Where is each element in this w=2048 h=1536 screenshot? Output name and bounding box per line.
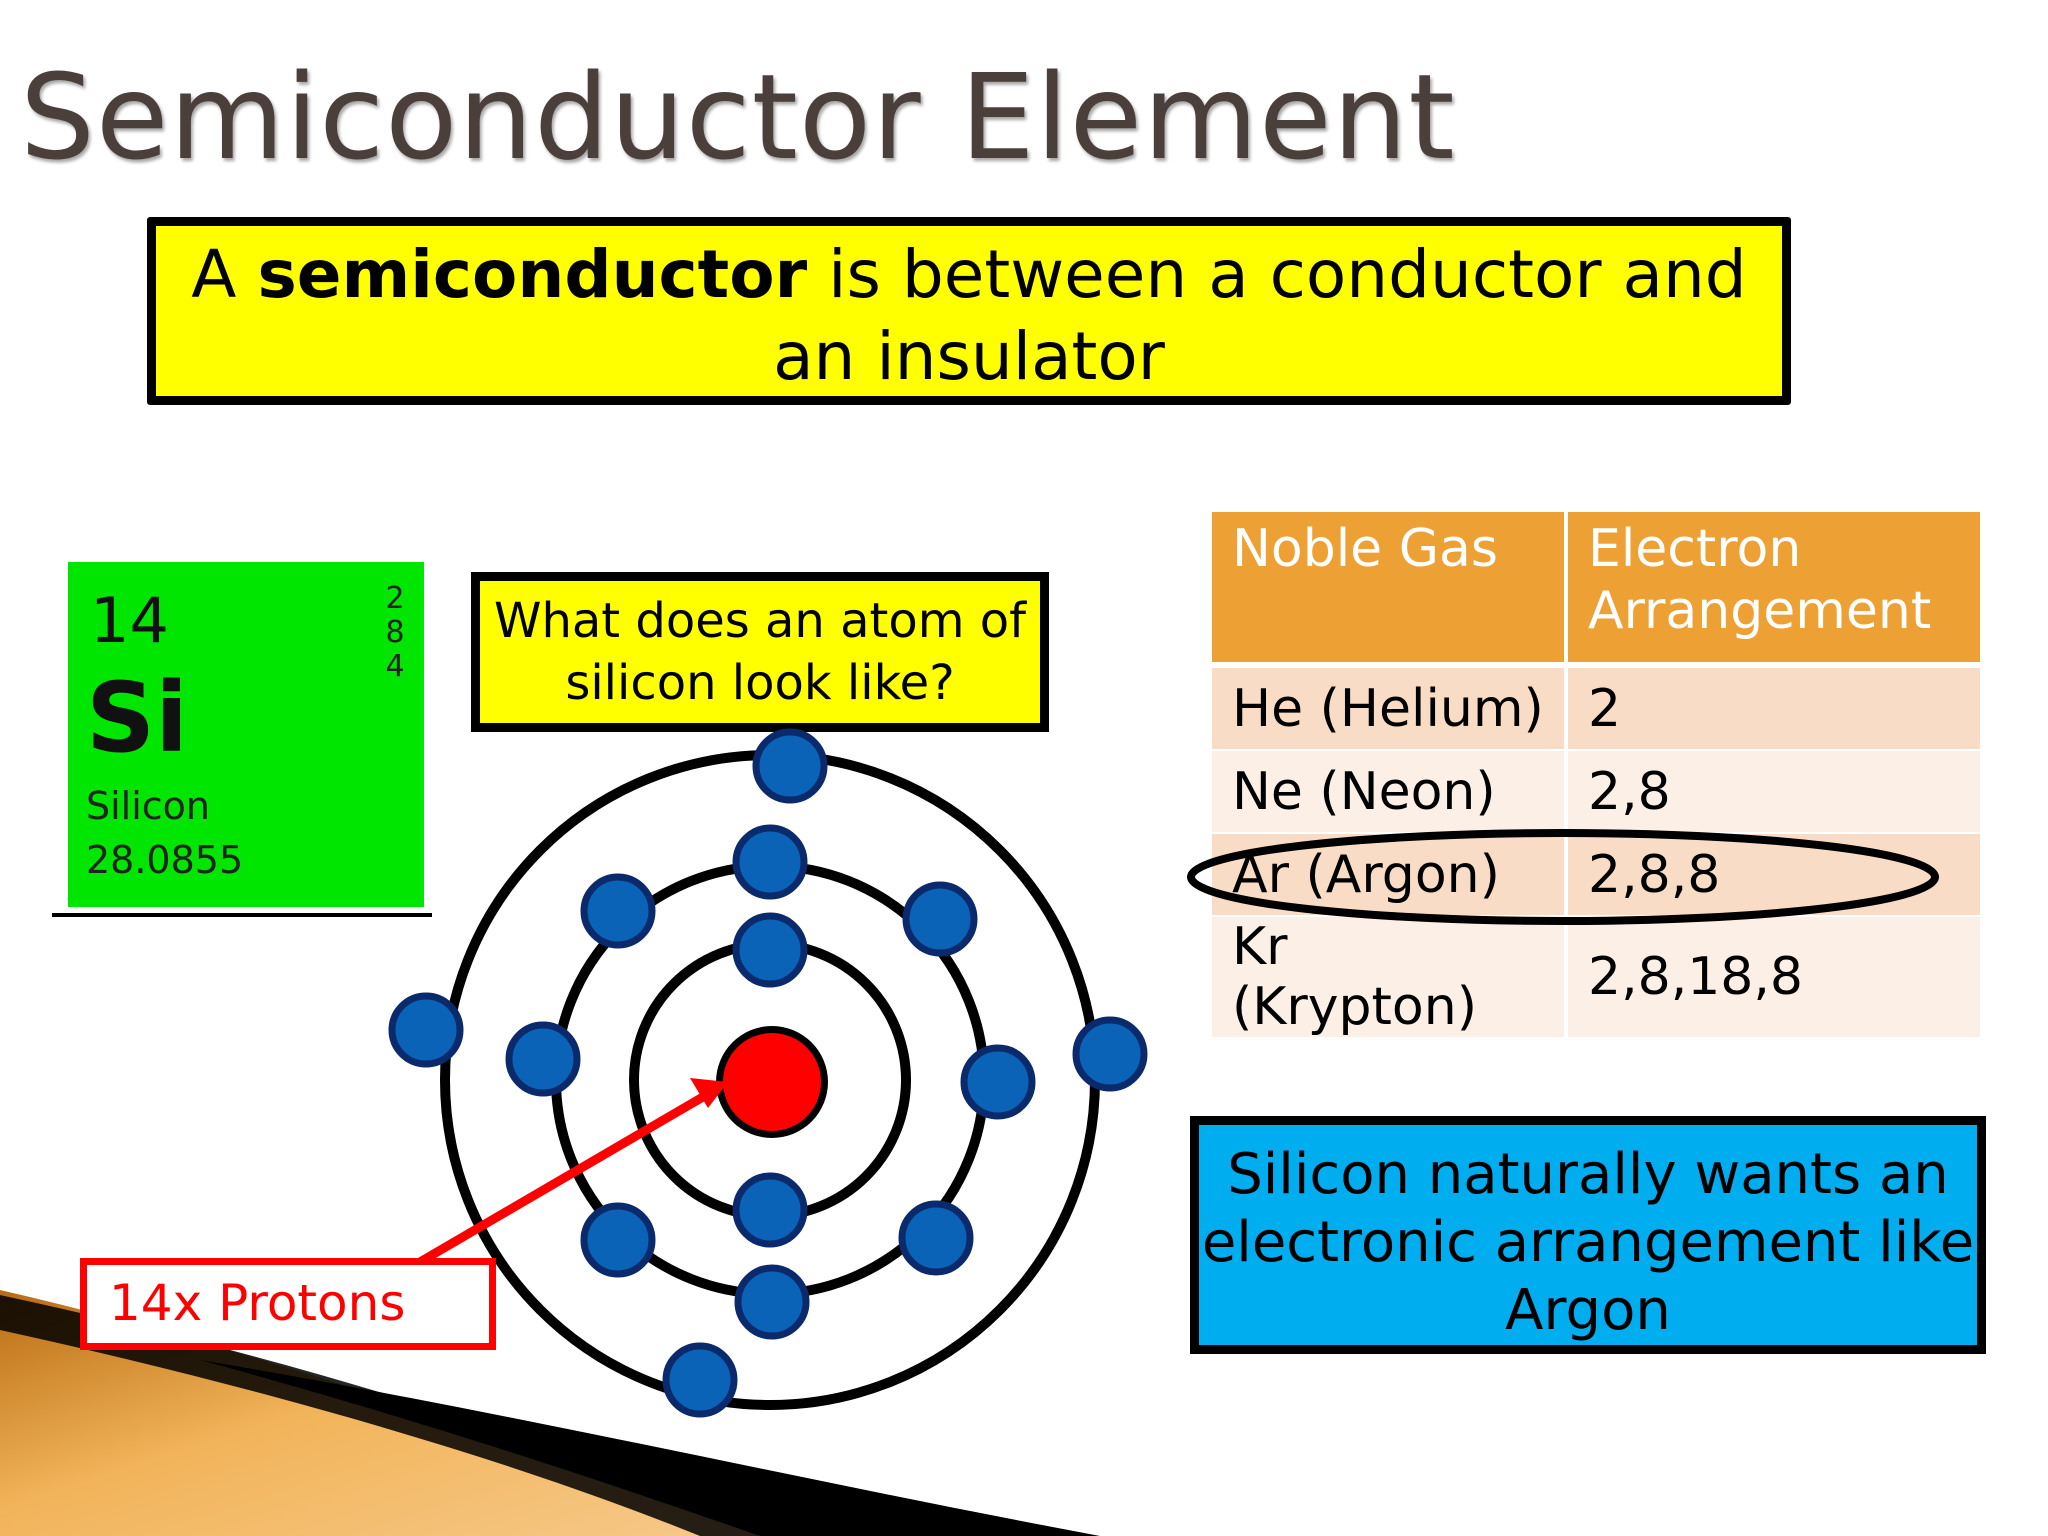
definition-term: semiconductor [257,236,808,313]
inner-shell-electron [732,1172,808,1248]
outer-shell-electron [388,992,464,1068]
outer-shell-electron [662,1342,738,1418]
middle-shell-electron [734,1264,810,1340]
table-row: Kr (Krypton) 2,8,18,8 [1212,917,1980,1039]
middle-shell-electron [960,1044,1036,1120]
shell-count: 8 [385,615,405,650]
shell-configuration: 2 8 4 [380,582,410,684]
tile-underline [52,913,432,917]
middle-shell-electron [902,881,978,957]
conclusion-box: Silicon naturally wants an electronic ar… [1190,1116,1986,1354]
nucleus [723,1033,821,1131]
shell-count: 2 [385,581,405,616]
table-row: He (Helium) 2 [1212,668,1980,751]
definition-prefix: A [191,236,258,313]
middle-shell-electron [580,873,656,949]
gas-name-cell: He (Helium) [1212,668,1568,751]
middle-shell-electron [898,1200,974,1276]
gas-name-cell: Ne (Neon) [1212,751,1568,834]
arrangement-cell: 2,8,18,8 [1568,917,1980,1039]
arrangement-cell: 2 [1568,668,1980,751]
element-symbol: Si [86,662,189,774]
table-row-highlighted: Ar (Argon) 2,8,8 [1212,834,1980,917]
middle-shell-electron [580,1202,656,1278]
table-row: Ne (Neon) 2,8 [1212,751,1980,834]
arrangement-cell: 2,8,8 [1568,834,1980,917]
definition-rest: is between a conductor and an insulator [773,236,1747,395]
element-name: Silicon [86,784,211,828]
atomic-number: 14 [90,584,169,657]
question-box: What does an atom of silicon look like? [471,572,1049,732]
gas-name-cell: Ar (Argon) [1212,834,1568,917]
shell-count: 4 [385,649,405,684]
inner-shell-electron [732,912,808,988]
protons-arrow [417,1090,711,1266]
page-title: Semiconductor Element [20,48,1456,186]
protons-arrowhead [690,1078,728,1108]
table-header-noble-gas: Noble Gas [1212,512,1568,668]
middle-shell-electron [505,1021,581,1097]
periodic-table-tile: 14 Si Silicon 28.0855 2 8 4 [68,562,424,907]
table-header-electron-arrangement: Electron Arrangement [1568,512,1980,668]
atomic-mass: 28.0855 [86,838,244,882]
arrangement-cell: 2,8 [1568,751,1980,834]
outer-shell-electron [1072,1016,1148,1092]
gas-name-cell: Kr (Krypton) [1212,917,1568,1039]
noble-gas-table: Noble Gas Electron Arrangement He (Heliu… [1212,512,1980,1039]
definition-box: A semiconductor is between a conductor a… [147,217,1791,405]
outer-shell-electron [752,728,828,804]
protons-label: 14x Protons [80,1258,496,1350]
middle-shell-electron [732,824,808,900]
